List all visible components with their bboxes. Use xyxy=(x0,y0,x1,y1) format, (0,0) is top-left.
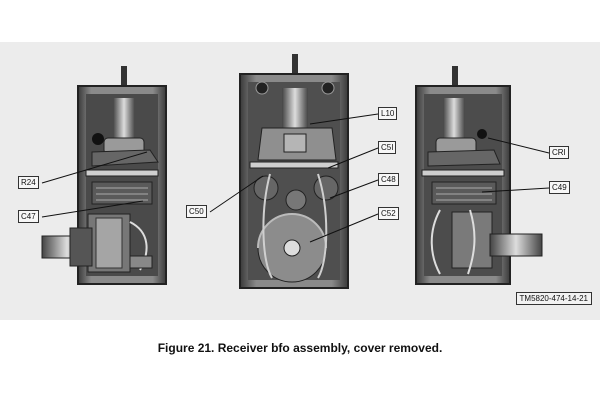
figure-caption: Figure 21. Receiver bfo assembly, cover … xyxy=(157,341,443,355)
left-bfo-unit xyxy=(41,66,167,285)
label-r24: R24 xyxy=(18,176,39,189)
label-cr1: CRI xyxy=(549,146,569,159)
center-bfo-unit xyxy=(239,54,349,289)
label-c50: C50 xyxy=(186,205,207,218)
label-l10: L10 xyxy=(378,107,398,120)
label-c52: C52 xyxy=(378,207,399,220)
bfo-assembly-photo xyxy=(41,54,550,289)
label-c49: C49 xyxy=(549,181,570,194)
right-bfo-unit xyxy=(415,66,543,285)
figure-number: TM5820-474-14-21 xyxy=(515,292,592,305)
label-c51: C5I xyxy=(378,141,397,154)
leader-lines xyxy=(41,113,550,243)
label-c47: C47 xyxy=(18,210,39,223)
photo-panel: R24 C47 C50 L10 C5I C48 C52 CRI C49 xyxy=(0,42,600,320)
label-c48: C48 xyxy=(378,173,399,186)
